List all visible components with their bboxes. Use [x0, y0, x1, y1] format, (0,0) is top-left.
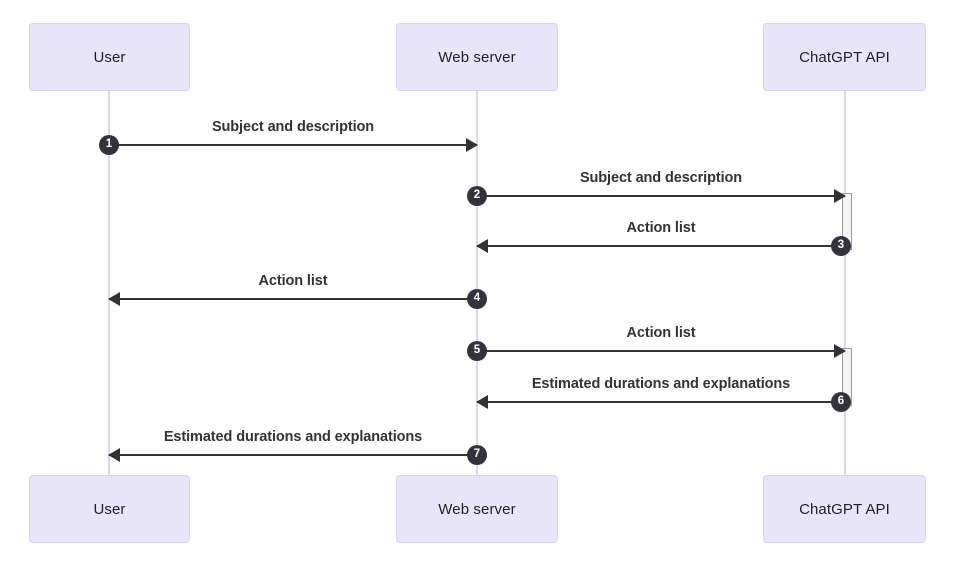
sequence-marker-7: 7 — [467, 445, 487, 465]
message-line-1 — [109, 144, 477, 146]
message-label-7: Estimated durations and explanations — [163, 429, 423, 445]
message-line-4 — [109, 298, 477, 300]
arrowhead-right-icon-5 — [834, 344, 846, 358]
arrowhead-right-icon-2 — [834, 189, 846, 203]
message-label-3: Action list — [626, 220, 696, 236]
message-label-5: Action list — [626, 325, 696, 341]
message-label-2: Subject and description — [579, 170, 743, 186]
participant-box-chatgpt-api-bottom[interactable]: ChatGPT API — [763, 475, 926, 543]
arrowhead-left-icon-3 — [476, 239, 488, 253]
sequence-marker-2: 2 — [467, 186, 487, 206]
sequence-marker-6: 6 — [831, 392, 851, 412]
participant-box-user-top[interactable]: User — [29, 23, 190, 91]
lifeline-web-server — [476, 91, 478, 475]
message-label-4: Action list — [258, 273, 328, 289]
message-line-5 — [477, 350, 845, 352]
message-line-2 — [477, 195, 845, 197]
sequence-marker-4: 4 — [467, 289, 487, 309]
sequence-marker-3: 3 — [831, 236, 851, 256]
participant-box-user-bottom[interactable]: User — [29, 475, 190, 543]
message-line-6 — [477, 401, 845, 403]
lifeline-chatgpt-api — [844, 91, 846, 475]
arrowhead-left-icon-7 — [108, 448, 120, 462]
arrowhead-right-icon-1 — [466, 138, 478, 152]
sequence-marker-5: 5 — [467, 341, 487, 361]
arrowhead-left-icon-6 — [476, 395, 488, 409]
message-line-7 — [109, 454, 477, 456]
message-label-1: Subject and description — [211, 119, 375, 135]
arrowhead-left-icon-4 — [108, 292, 120, 306]
message-label-6: Estimated durations and explanations — [531, 376, 791, 392]
message-line-3 — [477, 245, 845, 247]
participant-box-web-server-bottom[interactable]: Web server — [396, 475, 558, 543]
participant-box-web-server-top[interactable]: Web server — [396, 23, 558, 91]
participant-box-chatgpt-api-top[interactable]: ChatGPT API — [763, 23, 926, 91]
lifeline-user — [108, 91, 110, 475]
sequence-marker-1: 1 — [99, 135, 119, 155]
